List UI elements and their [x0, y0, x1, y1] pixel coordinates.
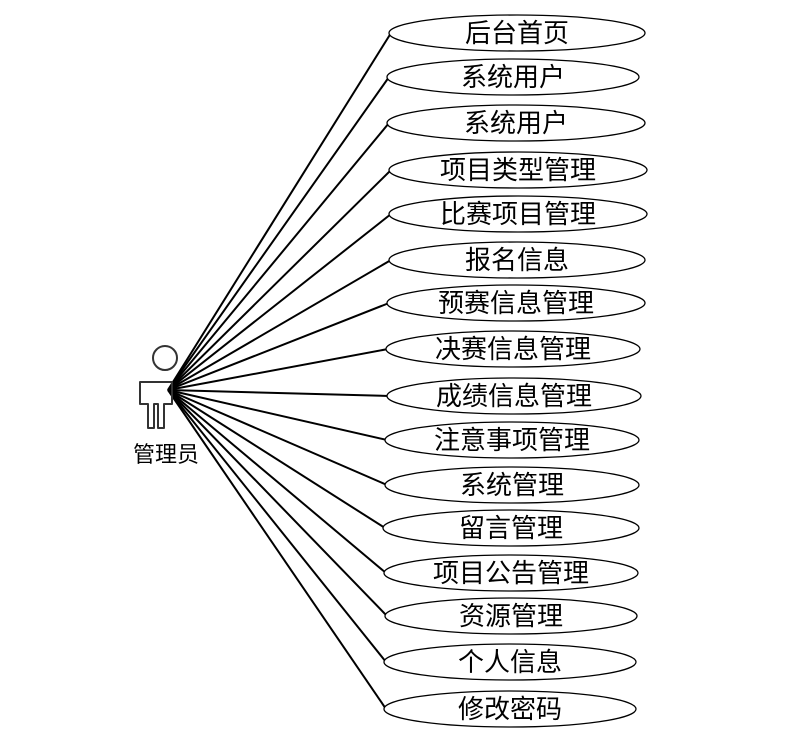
association-line [167, 389, 386, 529]
use-case-ellipse [388, 241, 646, 279]
use-case-ellipse [382, 509, 640, 547]
association-line [167, 259, 392, 391]
use-case-label: 修改密码 [458, 695, 562, 725]
use-case-ellipse [386, 284, 646, 322]
association-line [167, 122, 390, 391]
association-line [167, 389, 390, 397]
association-line [167, 76, 390, 391]
use-case: 系统用户 [386, 58, 640, 96]
use-case-label: 成绩信息管理 [436, 382, 592, 412]
association-line [167, 389, 387, 710]
use-case: 项目类型管理 [388, 151, 648, 189]
association-line [167, 213, 392, 391]
use-cases: 后台首页系统用户系统用户项目类型管理比赛项目管理报名信息预赛信息管理决赛信息管理… [382, 14, 648, 728]
person-icon [139, 345, 178, 429]
actor-label: 管理员 [133, 443, 199, 468]
association-line [167, 32, 392, 391]
use-case-label: 系统用户 [464, 109, 568, 139]
association-line [167, 389, 388, 441]
association-line [167, 389, 387, 663]
use-case-ellipse [383, 554, 639, 592]
use-case-ellipse [388, 151, 648, 189]
association-lines [167, 32, 392, 710]
use-case-ellipse [383, 643, 637, 681]
association-line [167, 389, 388, 617]
use-case-label: 系统用户 [461, 63, 565, 93]
association-line [167, 169, 392, 391]
use-case: 决赛信息管理 [385, 330, 641, 368]
association-line [167, 302, 390, 391]
use-case-label: 资源管理 [459, 602, 563, 632]
use-case-ellipse [388, 14, 646, 52]
use-case-label: 报名信息 [465, 246, 569, 276]
use-case-label: 留言管理 [459, 514, 563, 544]
use-case-label: 项目公告管理 [433, 559, 589, 589]
use-case: 修改密码 [383, 690, 637, 728]
use-case: 个人信息 [383, 643, 637, 681]
use-case: 留言管理 [382, 509, 640, 547]
use-case: 系统管理 [384, 466, 640, 504]
use-case-ellipse [385, 330, 641, 368]
use-case-ellipse [384, 421, 640, 459]
use-case-ellipse [388, 195, 648, 233]
use-case: 系统用户 [386, 104, 646, 142]
use-case: 报名信息 [388, 241, 646, 279]
use-case-label: 后台首页 [465, 19, 569, 49]
association-line [167, 348, 389, 391]
use-case: 注意事项管理 [384, 421, 640, 459]
use-case-label: 注意事项管理 [434, 426, 590, 456]
use-case: 资源管理 [384, 597, 638, 635]
use-case-ellipse [386, 58, 640, 96]
use-case: 后台首页 [388, 14, 646, 52]
use-case: 比赛项目管理 [388, 195, 648, 233]
association-line [167, 389, 387, 574]
use-case-label: 比赛项目管理 [440, 200, 596, 230]
use-case: 成绩信息管理 [386, 377, 642, 415]
actor: 管理员 [133, 345, 199, 468]
use-case-label: 系统管理 [460, 471, 564, 501]
use-case-label: 个人信息 [458, 648, 562, 678]
use-case-label: 预赛信息管理 [438, 289, 594, 319]
use-case-ellipse [384, 597, 638, 635]
use-case-label: 决赛信息管理 [435, 335, 591, 365]
use-case-ellipse [383, 690, 637, 728]
use-case-ellipse [386, 104, 646, 142]
use-case-ellipse [386, 377, 642, 415]
use-case-ellipse [384, 466, 640, 504]
use-case: 项目公告管理 [383, 554, 639, 592]
use-case-label: 项目类型管理 [440, 156, 596, 186]
association-line [167, 389, 388, 486]
use-case: 预赛信息管理 [386, 284, 646, 322]
